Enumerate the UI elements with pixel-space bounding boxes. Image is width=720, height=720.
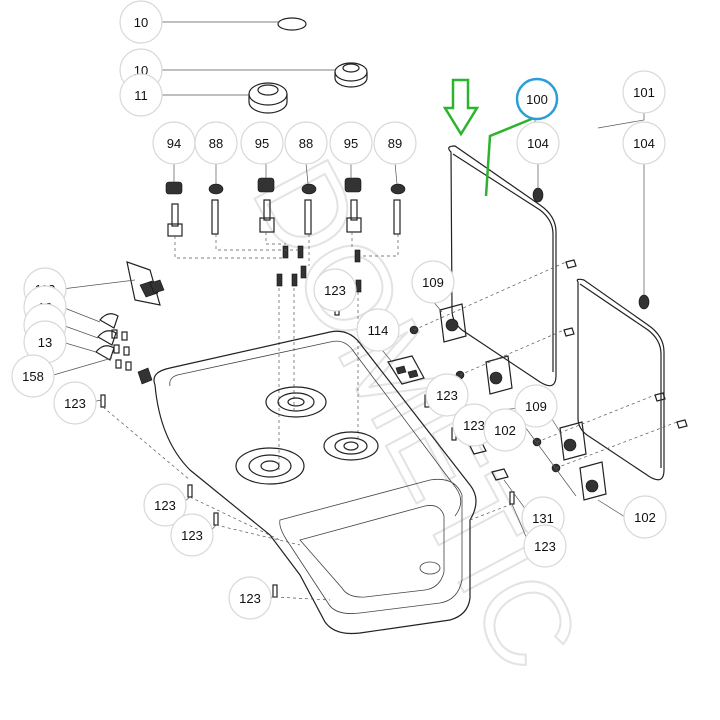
svg-text:123: 123	[154, 498, 176, 513]
svg-text:123: 123	[181, 528, 203, 543]
callout-101: 101	[622, 70, 666, 114]
callout-158: 158	[11, 354, 55, 398]
burner-cap-top	[277, 17, 307, 31]
callout-102b: 102	[623, 495, 667, 539]
thermocouple-set	[276, 245, 362, 293]
callout-123a: 123	[313, 268, 357, 312]
svg-text:94: 94	[167, 136, 181, 151]
burner-front	[235, 447, 305, 485]
knob-bracket-113	[126, 261, 165, 306]
svg-text:95: 95	[255, 136, 269, 151]
svg-text:104: 104	[633, 136, 655, 151]
svg-text:123: 123	[534, 539, 556, 554]
highlight-arrow-icon	[442, 78, 480, 137]
glass-lid-101	[576, 278, 665, 481]
callout-109b: 109	[514, 384, 558, 428]
callout-95a: 95	[240, 121, 284, 165]
screws-158	[111, 329, 132, 371]
callout-100-highlighted: 100	[515, 77, 559, 121]
burner-left-rear	[265, 386, 327, 418]
hob-sink-body	[153, 330, 477, 635]
callout-104a: 104	[516, 121, 560, 165]
burner-cap-small	[334, 62, 368, 88]
knob-95b	[344, 177, 362, 233]
glass-lid-100	[448, 145, 557, 387]
hinges-109	[439, 303, 607, 501]
glass-bumpers-104	[532, 187, 650, 310]
svg-text:102: 102	[494, 423, 516, 438]
callout-88a: 88	[194, 121, 238, 165]
svg-text:88: 88	[209, 136, 223, 151]
svg-text:158: 158	[22, 369, 44, 384]
callout-13c: 13	[23, 320, 67, 364]
svg-text:104: 104	[527, 136, 549, 151]
nut-88a	[208, 183, 224, 235]
svg-text:109: 109	[525, 399, 547, 414]
callout-11: 11	[119, 73, 163, 117]
svg-text:100: 100	[526, 92, 548, 107]
callout-10a: 10	[119, 0, 163, 44]
callout-114: 114	[356, 308, 400, 352]
callout-109a: 109	[411, 260, 455, 304]
svg-text:89: 89	[388, 136, 402, 151]
nut-88b	[301, 183, 317, 235]
svg-text:88: 88	[299, 136, 313, 151]
callout-89: 89	[373, 121, 417, 165]
callout-123b: 123	[425, 373, 469, 417]
ignition-switch	[137, 367, 153, 385]
svg-text:123: 123	[436, 388, 458, 403]
svg-text:123: 123	[64, 396, 86, 411]
knob-94	[165, 181, 183, 237]
nut-89	[390, 183, 406, 235]
callout-123f: 123	[170, 513, 214, 557]
callout-88b: 88	[284, 121, 328, 165]
callout-104b: 104	[622, 121, 666, 165]
svg-text:11: 11	[134, 88, 148, 103]
lid-pins	[563, 259, 688, 429]
burner-right	[323, 431, 379, 461]
svg-text:131: 131	[532, 511, 554, 526]
callout-102a: 102	[483, 408, 527, 452]
callout-123g: 123	[523, 524, 567, 568]
svg-text:95: 95	[344, 136, 358, 151]
svg-text:114: 114	[368, 323, 389, 338]
burner-cap-large	[248, 82, 288, 114]
ignition-module-114	[387, 355, 425, 385]
callout-123h: 123	[228, 576, 272, 620]
callout-123e: 123	[143, 483, 187, 527]
svg-text:109: 109	[422, 275, 444, 290]
highlight-leader-line	[484, 116, 535, 197]
callout-95b: 95	[329, 121, 373, 165]
svg-text:10: 10	[134, 15, 148, 30]
svg-text:123: 123	[239, 591, 261, 606]
callout-123c: 123	[53, 381, 97, 425]
svg-text:13: 13	[38, 335, 52, 350]
svg-text:123: 123	[324, 283, 346, 298]
svg-text:123: 123	[463, 418, 485, 433]
svg-text:101: 101	[633, 85, 655, 100]
callout-94: 94	[152, 121, 196, 165]
svg-text:102: 102	[634, 510, 656, 525]
